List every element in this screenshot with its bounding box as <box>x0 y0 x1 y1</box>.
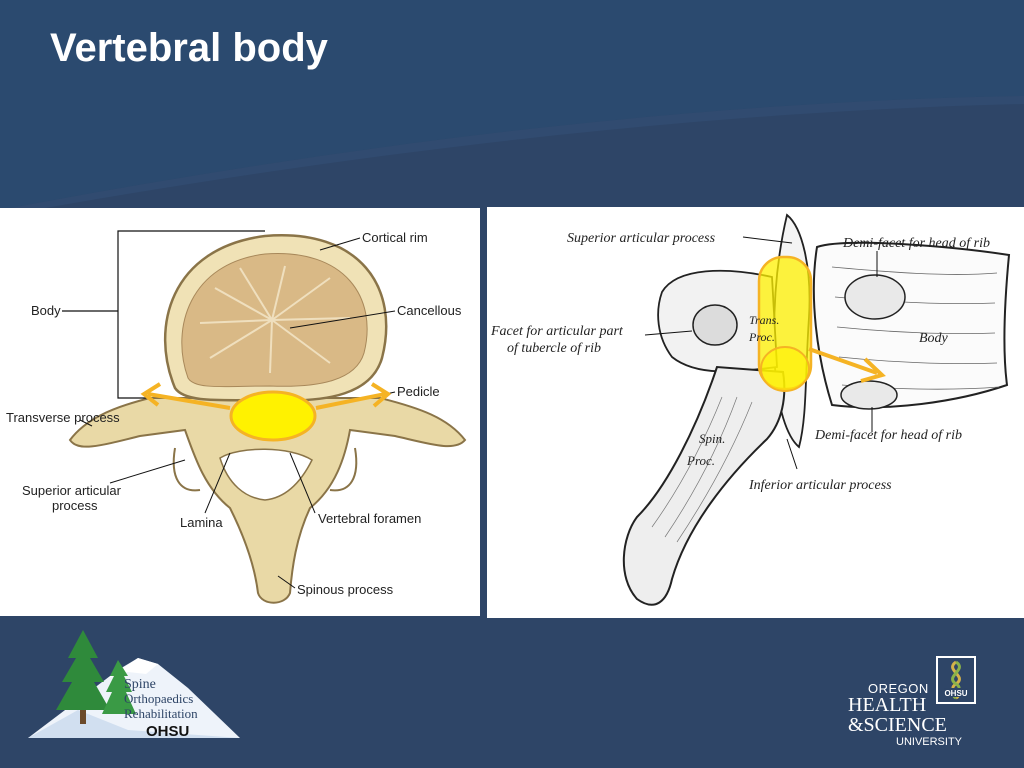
ohsu-badge-icon: OHSU <box>936 656 976 704</box>
logo-ohsu-text: OHSU <box>146 723 189 740</box>
label-inferior-articular-process: Inferior articular process <box>748 478 892 493</box>
spine-ortho-rehab-logo: Spine Orthopaedics Rehabilitation OHSU <box>28 630 240 740</box>
label-cancellous: Cancellous <box>397 303 462 318</box>
body-bracket <box>117 230 265 399</box>
left-arrow-head <box>140 382 162 407</box>
label-spin: Spin. <box>699 431 725 446</box>
logo-health-text: HEALTH <box>848 694 927 716</box>
pine-tree-icon <box>56 630 136 724</box>
ohsu-logo: OHSU OREGON HEALTH &SCIENCE UNIVERSITY <box>846 656 986 752</box>
demi-facet-bottom-shape <box>840 380 898 410</box>
label-pedicle: Pedicle <box>397 384 440 399</box>
label-spin-proc: Proc. <box>686 453 715 468</box>
label-superior-articular-process: Superior articular process <box>567 231 716 246</box>
facet-tubercle-shape <box>692 304 738 346</box>
logo-science-text: &SCIENCE <box>848 714 947 736</box>
label-superior-articular-2: process <box>52 498 98 513</box>
label-superior-articular-1: Superior articular <box>22 483 122 498</box>
spinous-process-lateral <box>622 365 786 606</box>
label-lamina: Lamina <box>180 515 223 530</box>
right-arrow-head <box>370 382 392 408</box>
label-facet-1: Facet for articular part <box>490 324 624 339</box>
axial-vertebra-diagram: Cortical rim Body Cancellous Pedicle Tra… <box>0 208 480 616</box>
label-demi-facet-top: Demi-facet for head of rib <box>842 236 990 251</box>
slide-title: Vertebral body <box>50 26 328 70</box>
logo-orthopaedics-text: Orthopaedics <box>124 691 193 706</box>
label-trans: Trans. <box>749 313 779 327</box>
lateral-vertebra-diagram: Superior articular process Demi-facet fo… <box>487 207 1024 618</box>
pedicle-highlight <box>229 390 317 442</box>
label-cortical-rim: Cortical rim <box>362 230 428 245</box>
vertebral-foramen-shape <box>219 448 313 501</box>
label-demi-facet-bottom: Demi-facet for head of rib <box>814 428 962 443</box>
logo-university-text: UNIVERSITY <box>896 736 963 748</box>
label-body-lateral: Body <box>919 331 949 346</box>
label-body: Body <box>31 303 61 318</box>
vertebral-body-lateral <box>812 241 1011 409</box>
label-transverse-process: Transverse process <box>6 410 120 425</box>
logo-rehabilitation-text: Rehabilitation <box>124 706 198 721</box>
ohsu-badge-text: OHSU <box>944 689 967 698</box>
axial-vertebra-illustration: Cortical rim Body Cancellous Pedicle Tra… <box>6 230 467 604</box>
label-facet-2: of tubercle of rib <box>507 341 601 356</box>
demi-facet-top-shape <box>844 274 906 320</box>
label-spinous-process: Spinous process <box>297 582 394 597</box>
lateral-arrow-head <box>860 357 886 383</box>
lateral-vertebra-illustration: Superior articular process Demi-facet fo… <box>490 213 1011 606</box>
logo-oregon-text: OREGON <box>868 681 929 696</box>
logo-spine-text: Spine <box>124 677 156 692</box>
label-trans-proc: Proc. <box>748 330 775 344</box>
label-vertebral-foramen: Vertebral foramen <box>318 511 421 526</box>
